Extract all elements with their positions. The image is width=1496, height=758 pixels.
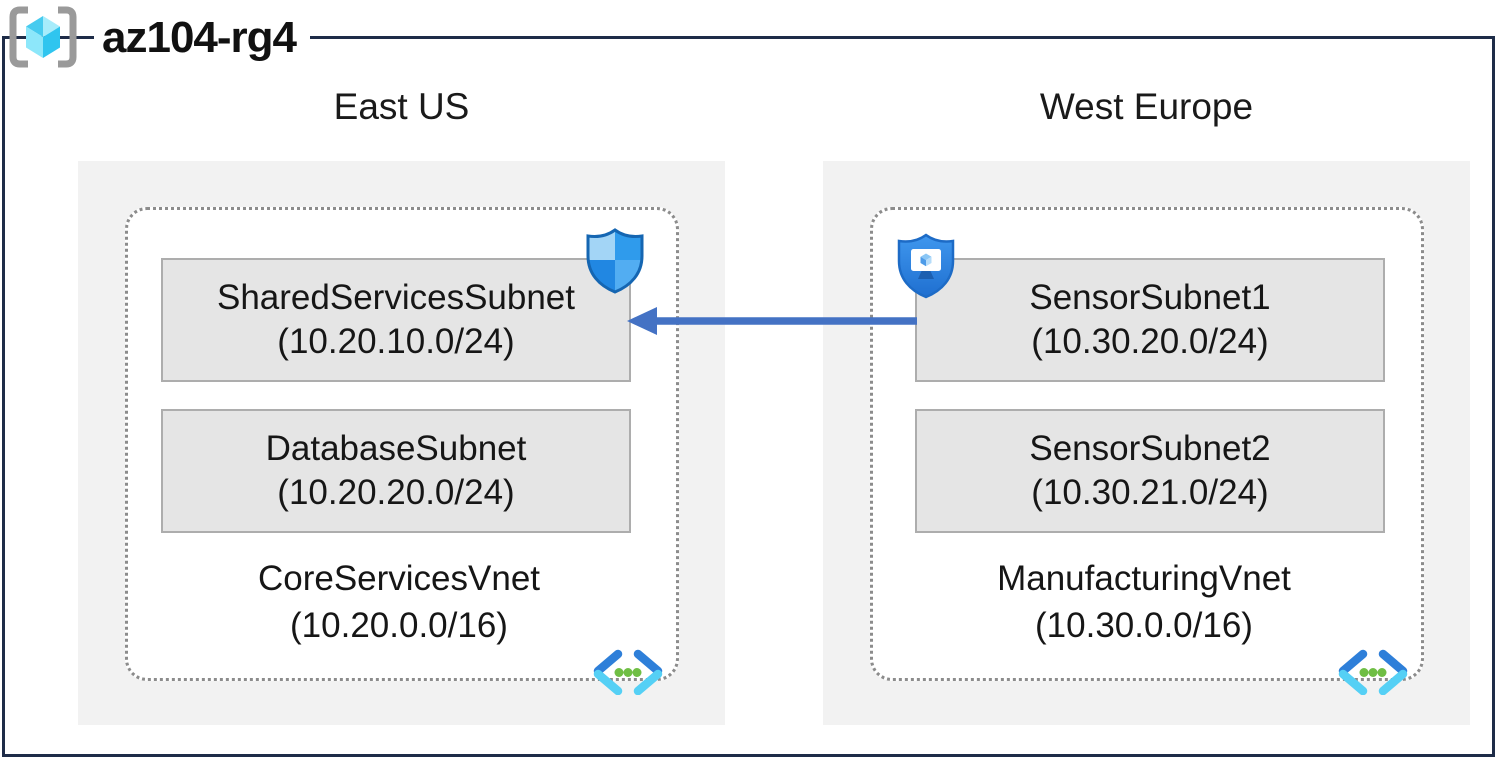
subnet-box-sensor2: SensorSubnet2 (10.30.21.0/24) — [915, 409, 1385, 533]
subnet-name: SensorSubnet2 — [1029, 428, 1271, 468]
subnet-name: DatabaseSubnet — [265, 428, 527, 468]
subnet-box-database: DatabaseSubnet (10.20.20.0/24) — [161, 409, 631, 533]
monitor-stand — [918, 270, 934, 279]
resource-group-icon — [9, 6, 77, 68]
subnet-cidr: (10.30.20.0/24) — [1031, 322, 1269, 361]
subnet-box-sharedservices: SharedServicesSubnet (10.20.10.0/24) — [161, 258, 631, 382]
subnet-cidr: (10.30.21.0/24) — [1031, 473, 1269, 512]
subnet-cidr: (10.20.20.0/24) — [277, 473, 515, 512]
network-security-group-shield-icon — [586, 228, 644, 294]
vnet-cidr: (10.30.0.0/16) — [1035, 605, 1253, 645]
vnet-label-coreservices: CoreServicesVnet (10.20.0.0/16) — [125, 556, 673, 649]
region-label-east-us: East US — [333, 86, 470, 127]
vnet-name: CoreServicesVnet — [257, 559, 541, 598]
peering-arrow — [627, 307, 917, 335]
subnet-cidr: (10.20.10.0/24) — [277, 322, 515, 361]
region-label-west-europe: West Europe — [1039, 86, 1254, 127]
resource-group-title: az104-rg4 — [94, 13, 311, 63]
shield-monitor-icon — [897, 233, 955, 299]
resource-group-frame — [2, 36, 1495, 757]
virtual-network-icon — [1338, 649, 1408, 695]
virtual-network-icon — [593, 649, 663, 695]
vnet-label-manufacturing: ManufacturingVnet (10.30.0.0/16) — [870, 556, 1418, 649]
subnet-name: SensorSubnet1 — [1029, 277, 1271, 317]
vnet-cidr: (10.20.0.0/16) — [290, 605, 508, 645]
vnet-name: ManufacturingVnet — [997, 559, 1291, 598]
subnet-box-sensor1: SensorSubnet1 (10.30.20.0/24) — [915, 258, 1385, 382]
subnet-name: SharedServicesSubnet — [217, 277, 575, 317]
